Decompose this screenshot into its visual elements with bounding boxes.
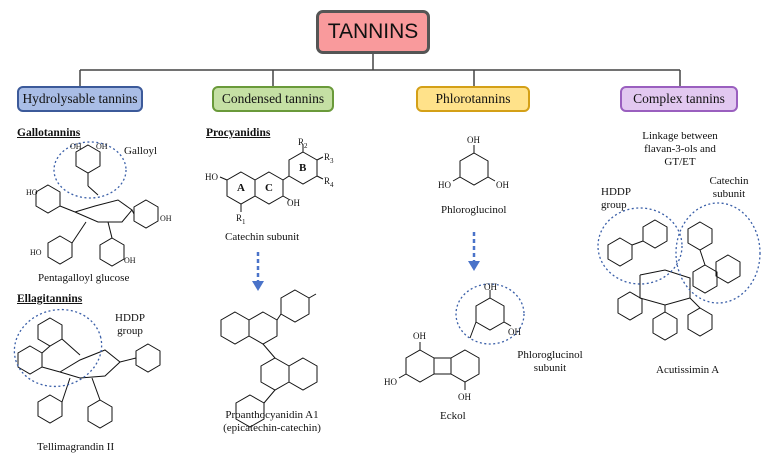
r3-text: R [324,152,331,162]
atom-label: OH [508,327,521,337]
arrow-procyanidin-head [252,281,264,291]
atom-label: OH [70,142,82,151]
catechin-subunit-label-complex: Catechin subunit [703,175,755,201]
tellimagrandin-caption: Tellimagrandin II [37,441,115,453]
proanthocyanidin-line1: Proanthocyanidin A1 [225,409,319,421]
atom-label: OH [484,282,497,292]
acutissimin-caption: Acutissimin A [656,364,720,376]
galloyl-highlight [53,141,127,199]
catechin-line2: subunit [712,188,746,200]
pentagalloyl-glucose-caption: Pentagalloyl glucose [38,272,130,284]
procyanidins-header: Procyanidins [206,127,271,139]
phloroglucinol-structure [452,145,496,186]
hddp-line2-complex: group [601,199,627,211]
phloroglucinol-subunit-line2: subunit [533,362,567,374]
catechin-line1: Catechin [709,175,749,187]
atom-label: OH [413,331,426,341]
phloroglucinol-caption: Phloroglucinol [441,204,507,216]
phloroglucinol-subunit-highlight [455,283,525,345]
r4-label: R4 [324,176,334,189]
atom-label: HO [438,180,451,190]
acutissimin-structure [607,219,741,341]
catechin-structure [219,145,324,212]
catechin-highlight-complex [675,202,761,304]
r3-label: R3 [324,152,334,165]
atom-label: HO [205,172,218,182]
atom-label: OH [467,135,480,145]
hddp-group-label-left: HDDP group [113,312,147,338]
r1-text: R [236,213,243,223]
connector-lines [79,54,681,86]
linkage-description: Linkage between flavan-3-ols and GT/ET [628,130,732,169]
ring-c-label: C [265,182,273,194]
ring-b-label: B [299,162,307,174]
hddp-highlight-ellagitannin [13,308,103,388]
atom-label: OH [160,214,172,223]
atom-label: OH [96,142,108,151]
atom-label: OH [287,198,300,208]
eckol-structure [398,290,512,390]
phloroglucinol-subunit-label: Phloroglucinol subunit [515,349,585,375]
r2-label: R2 [298,137,308,150]
hddp-line1-complex: HDDP [601,186,631,198]
category-condensed-tannins: Condensed tannins [212,86,334,112]
pentagalloyl-glucose-structure [35,144,159,267]
atom-label: HO [26,188,38,197]
hddp-highlight-complex [597,207,683,285]
category-phlorotannins: Phlorotannins [416,86,530,112]
proanthocyanidin-line2: (epicatechin-catechin) [223,422,321,434]
atom-label: OH [458,392,471,402]
atom-label: HO [30,248,42,257]
atom-label: OH [124,256,136,265]
hddp-line1: HDDP [115,312,145,324]
galloyl-label: Galloyl [124,145,157,157]
r4-text: R [324,176,331,186]
proanthocyanidin-structure [220,289,318,428]
hddp-group-label-right: HDDP group [601,186,631,212]
category-complex-tannins: Complex tannins [620,86,738,112]
r1-label: R1 [236,213,246,226]
ring-a-label: A [237,182,245,194]
r2-text: R [298,137,305,147]
linkage-line2: flavan-3-ols and [644,143,716,155]
atom-label: OH [496,180,509,190]
proanthocyanidin-caption: Proanthocyanidin A1 (epicatechin-catechi… [212,409,332,435]
linkage-line1: Linkage between [642,130,718,142]
catechin-subunit-caption: Catechin subunit [225,231,300,243]
atom-label: HO [384,377,397,387]
eckol-caption: Eckol [440,410,466,422]
arrow-phlorotannin-head [468,261,480,271]
ellagitannins-header: Ellagitannins [17,293,83,305]
category-hydrolysable-tannins: Hydrolysable tannins [17,86,143,112]
tannins-title-box: TANNINS [316,10,430,54]
tellimagrandin-structure [17,317,161,429]
linkage-line3: GT/ET [664,156,696,168]
phloroglucinol-subunit-line1: Phloroglucinol [517,349,583,361]
gallotannins-header: Gallotannins [17,127,81,139]
hddp-line2: group [117,325,143,337]
